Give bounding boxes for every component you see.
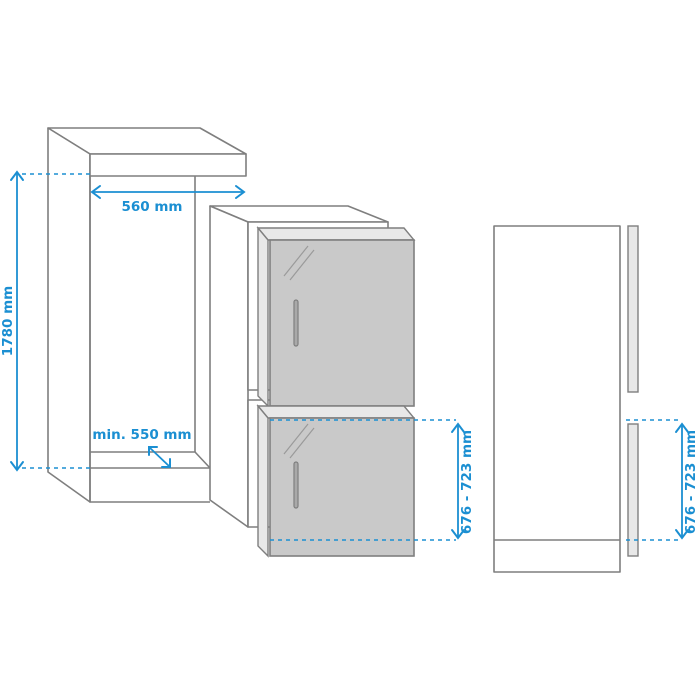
- niche-top-front: [89, 153, 247, 177]
- upper-door-handle: [293, 299, 299, 347]
- side-view-body: [493, 225, 621, 573]
- lower-door-top-edge: [256, 405, 416, 419]
- upper-door-glare: [283, 245, 309, 277]
- side-view-upper-door: [627, 225, 639, 393]
- width-dimension: 560 mm: [90, 185, 246, 215]
- width-label: 560 mm: [121, 199, 182, 215]
- lower-door-glare: [283, 423, 309, 455]
- lower-door-front: [269, 417, 415, 557]
- upper-door-front: [269, 239, 415, 407]
- upper-door-glare-2: [289, 249, 315, 281]
- height-dimension: 1780 mm: [0, 170, 90, 472]
- side-view: [493, 225, 639, 573]
- lower-door-side-edge: [257, 404, 269, 558]
- door-height-dimension-front: 676 - 723 mm: [270, 419, 475, 541]
- lower-door-glare-2: [289, 427, 315, 459]
- upper-door-side-edge: [257, 226, 269, 408]
- lower-door-handle: [293, 461, 299, 509]
- height-label: 1780 mm: [0, 286, 16, 356]
- upper-door-top-edge: [256, 227, 416, 241]
- niche-left-side: [47, 127, 91, 503]
- appliance-left-side: [209, 205, 249, 528]
- door-height-label-side: 676 - 723 mm: [683, 430, 699, 534]
- depth-label: min. 550 mm: [92, 427, 191, 443]
- side-view-lower-door: [627, 423, 639, 557]
- niche-floor: [90, 451, 211, 469]
- upper-door: [256, 226, 416, 408]
- lower-door: [256, 404, 416, 558]
- door-height-dimension-side: 676 - 723 mm: [626, 419, 699, 541]
- depth-dimension: min. 550 mm: [92, 427, 192, 468]
- door-height-label-front: 676 - 723 mm: [459, 430, 475, 534]
- niche-cabinet: [47, 127, 247, 503]
- niche-front-left: [89, 176, 210, 503]
